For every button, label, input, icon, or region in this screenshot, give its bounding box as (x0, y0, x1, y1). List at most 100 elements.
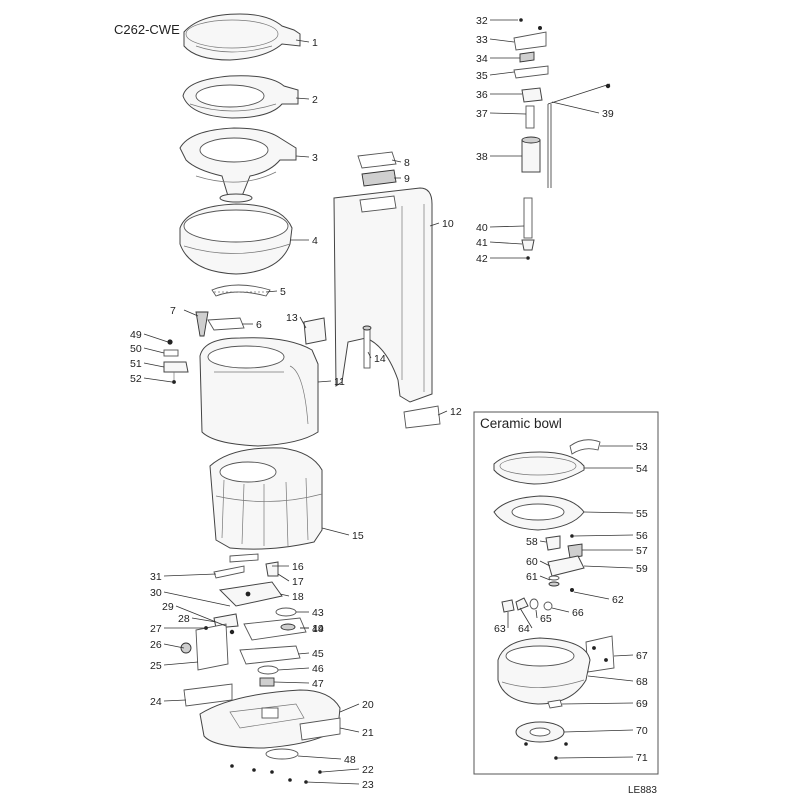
leader-line-25 (163, 661, 199, 666)
callout-label-40: 40 (476, 222, 488, 234)
callout-label-4: 4 (312, 235, 318, 247)
part-small-plate (403, 405, 441, 429)
callout-label-68: 68 (636, 676, 648, 688)
part-bracket-16 (229, 553, 259, 563)
part-lid (183, 13, 301, 61)
leader-line-60 (539, 560, 551, 567)
leader-line-62 (573, 591, 610, 600)
callout-label-43: 43 (312, 607, 324, 619)
part-side-piece (299, 717, 341, 741)
leader-line-30 (163, 591, 231, 607)
callout-label-25: 25 (150, 660, 162, 672)
callout-label-35: 35 (476, 70, 488, 82)
callout-label-49: 49 (130, 329, 142, 341)
part-bowl-rim (179, 127, 297, 203)
callout-label-9: 9 (404, 173, 410, 185)
callout-label-62: 62 (612, 594, 624, 606)
leader-line-58 (539, 540, 547, 543)
part-bracket-17 (265, 561, 279, 577)
callout-label-66: 66 (572, 607, 584, 619)
callout-label-71: 71 (636, 752, 648, 764)
part-cap-plate (357, 151, 397, 169)
callout-label-1: 1 (312, 37, 318, 49)
callout-label-21: 21 (362, 727, 374, 739)
callout-label-19: 19 (312, 623, 324, 635)
leader-line-24 (163, 699, 187, 702)
drawing-code: LE883 (628, 785, 657, 796)
part-gasket-46 (257, 665, 279, 675)
leader-line-17 (277, 573, 290, 582)
callout-label-7: 7 (170, 305, 176, 317)
leader-line-59 (583, 565, 634, 569)
part-seal (211, 284, 271, 297)
callout-label-31: 31 (150, 571, 162, 583)
model-title: C262-CWE (114, 22, 180, 37)
callout-label-39: 39 (602, 108, 614, 120)
callout-label-30: 30 (150, 587, 162, 599)
callout-label-27: 27 (150, 623, 162, 635)
part-seat (182, 75, 299, 119)
leader-line-70 (563, 729, 634, 733)
callout-label-22: 22 (362, 764, 374, 776)
leader-line-48 (297, 755, 342, 760)
callout-label-6: 6 (256, 319, 262, 331)
callout-label-59: 59 (636, 563, 648, 575)
leader-line-29 (175, 605, 227, 627)
callout-label-45: 45 (312, 648, 324, 660)
leader-line-55 (583, 511, 634, 514)
part-bracket-13 (303, 317, 327, 345)
callout-label-33: 33 (476, 34, 488, 46)
leader-line-21 (339, 727, 360, 733)
part-clamp (207, 317, 245, 331)
callout-label-44: 44 (312, 623, 324, 635)
leader-line-45 (297, 652, 310, 655)
leader-line-35 (489, 71, 515, 76)
part-filler (361, 169, 397, 187)
callout-label-42: 42 (476, 253, 488, 265)
callout-label-13: 13 (286, 312, 298, 324)
callout-label-8: 8 (404, 157, 410, 169)
callout-label-64: 64 (518, 623, 530, 635)
leader-line-13 (299, 316, 307, 329)
callout-label-53: 53 (636, 441, 648, 453)
part-screws (230, 764, 322, 784)
callout-label-47: 47 (312, 678, 324, 690)
leader-line-67 (613, 654, 634, 657)
leader-line-71 (557, 756, 634, 759)
leader-line-12 (437, 410, 448, 416)
leader-line-22 (321, 768, 360, 773)
leader-line-69 (561, 702, 634, 705)
callout-label-29: 29 (162, 601, 174, 613)
leader-line-3 (295, 155, 310, 158)
part-float-tube (521, 197, 535, 260)
callout-label-50: 50 (130, 343, 142, 355)
leader-line-2 (295, 97, 310, 100)
part-small-28-30 (213, 613, 239, 635)
callout-label-52: 52 (130, 373, 142, 385)
part-rear-tank (333, 187, 433, 403)
leader-line-14 (367, 351, 372, 359)
callout-label-32: 32 (476, 15, 488, 27)
leader-line-61 (539, 575, 551, 581)
leader-line-31 (163, 573, 217, 577)
callout-label-20: 20 (362, 699, 374, 711)
leader-line-56 (573, 534, 634, 537)
part-pipe (362, 325, 372, 369)
leader-line-65 (535, 609, 538, 619)
callout-label-10: 10 (442, 218, 454, 230)
part-lower-housing (209, 447, 323, 550)
part-cone (195, 311, 209, 337)
callout-label-3: 3 (312, 152, 318, 164)
callout-label-37: 37 (476, 108, 488, 120)
part-upper-housing (199, 337, 319, 447)
callout-label-38: 38 (476, 151, 488, 163)
callout-label-26: 26 (150, 639, 162, 651)
callout-label-5: 5 (280, 286, 286, 298)
leader-line-41 (489, 241, 523, 245)
leader-line-18 (279, 593, 290, 597)
leader-line-20 (339, 703, 360, 713)
leader-line-68 (587, 675, 634, 682)
leader-line-5 (265, 290, 278, 293)
part-pad (265, 748, 299, 760)
part-seal-43 (275, 607, 297, 617)
